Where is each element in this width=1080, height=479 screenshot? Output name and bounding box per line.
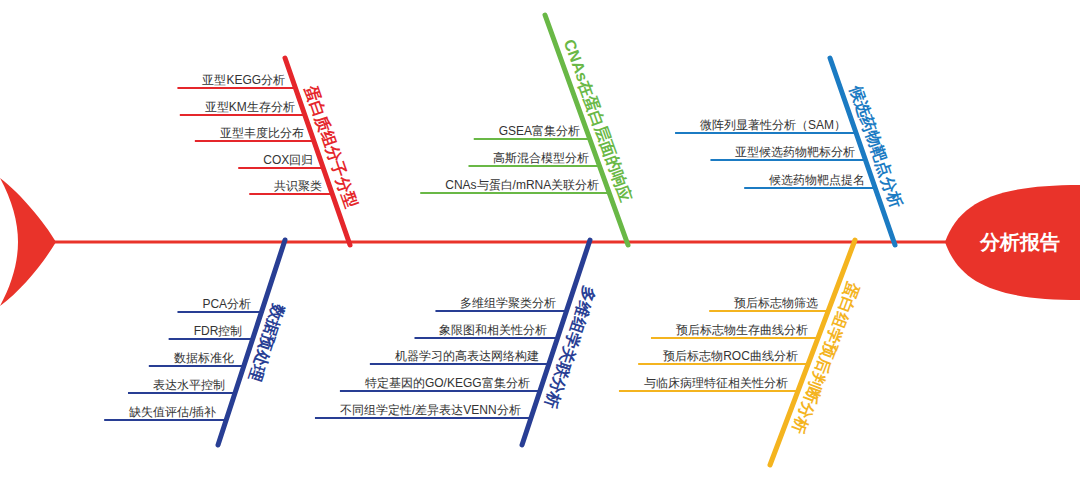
- branch-line: [169, 338, 253, 340]
- fish-tail: [0, 178, 56, 306]
- branch-line: [675, 132, 856, 134]
- branch-label: 共识聚类: [274, 179, 322, 193]
- branch-label: FDR控制: [194, 324, 243, 338]
- branch-label: 高斯混合模型分析: [493, 151, 589, 165]
- branch-label: 亚型KM生存分析: [205, 100, 295, 114]
- branch-label: 与临床病理特征相关性分析: [644, 376, 788, 390]
- branch-line: [474, 138, 590, 140]
- branch-line: [180, 114, 305, 116]
- branch-line: [638, 363, 808, 365]
- branch-label: 预后标志物ROC曲线分析: [663, 349, 798, 363]
- branch-line: [435, 310, 566, 312]
- branch-line: [744, 187, 875, 189]
- branch-group: [104, 88, 875, 420]
- branch-label: 不同组学定性/差异表达VENN分析: [340, 403, 521, 417]
- branch-line: [315, 417, 531, 419]
- branch-line: [370, 363, 549, 365]
- branch-label: 预后标志物筛选: [734, 296, 818, 310]
- head-title: 分析报告: [980, 229, 1060, 256]
- bone-group: [218, 15, 895, 465]
- branch-line: [420, 192, 609, 194]
- branch-line: [709, 310, 828, 312]
- branch-line: [149, 365, 244, 367]
- branch-label: 预后标志物生存曲线分析: [676, 323, 808, 337]
- branch-label: 微阵列显著性分析（SAM）: [700, 118, 846, 132]
- category-label: 数据预处理: [245, 302, 288, 384]
- branch-line: [619, 390, 798, 392]
- branch-label: 候选药物靶点提名: [769, 173, 865, 187]
- branch-label: COX回归: [263, 153, 313, 167]
- branch-label: 特定基因的GO/KEGG富集分析: [365, 376, 530, 390]
- branch-label: 多维组学聚类分析: [460, 296, 556, 310]
- branch-line: [177, 311, 261, 313]
- branch-line: [249, 193, 332, 195]
- branch-line: [177, 87, 295, 89]
- branch-label: 表达水平控制: [153, 378, 225, 392]
- branch-label: 数据标准化: [174, 351, 234, 365]
- branch-label: CNAs与蛋白/mRNA关联分析: [445, 178, 599, 192]
- branch-label: 亚型候选药物靶标分析: [735, 145, 855, 159]
- branch-label: GSEA富集分析: [499, 124, 580, 138]
- branch-label: 亚型丰度比分布: [220, 126, 304, 140]
- head-fill: [945, 185, 1080, 300]
- branch-line: [340, 390, 540, 392]
- branch-line: [710, 159, 865, 161]
- branch-line: [238, 167, 323, 169]
- head-shape: 分析报告: [945, 185, 1080, 300]
- branch-line: [128, 392, 235, 394]
- branch-label: 亚型KEGG分析: [202, 73, 285, 87]
- branch-line: [468, 165, 599, 167]
- branch-line: [651, 337, 818, 339]
- spine-line: [50, 241, 952, 244]
- branch-label: 象限图和相关性分析: [439, 323, 547, 337]
- branch-label: 机器学习的高表达网络构建: [395, 349, 539, 363]
- branch-label: 缺失值评估/插补: [129, 405, 216, 419]
- branch-line: [104, 419, 226, 421]
- branch-line: [414, 337, 557, 339]
- branch-label: PCA分析: [202, 297, 251, 311]
- branch-line: [195, 140, 314, 142]
